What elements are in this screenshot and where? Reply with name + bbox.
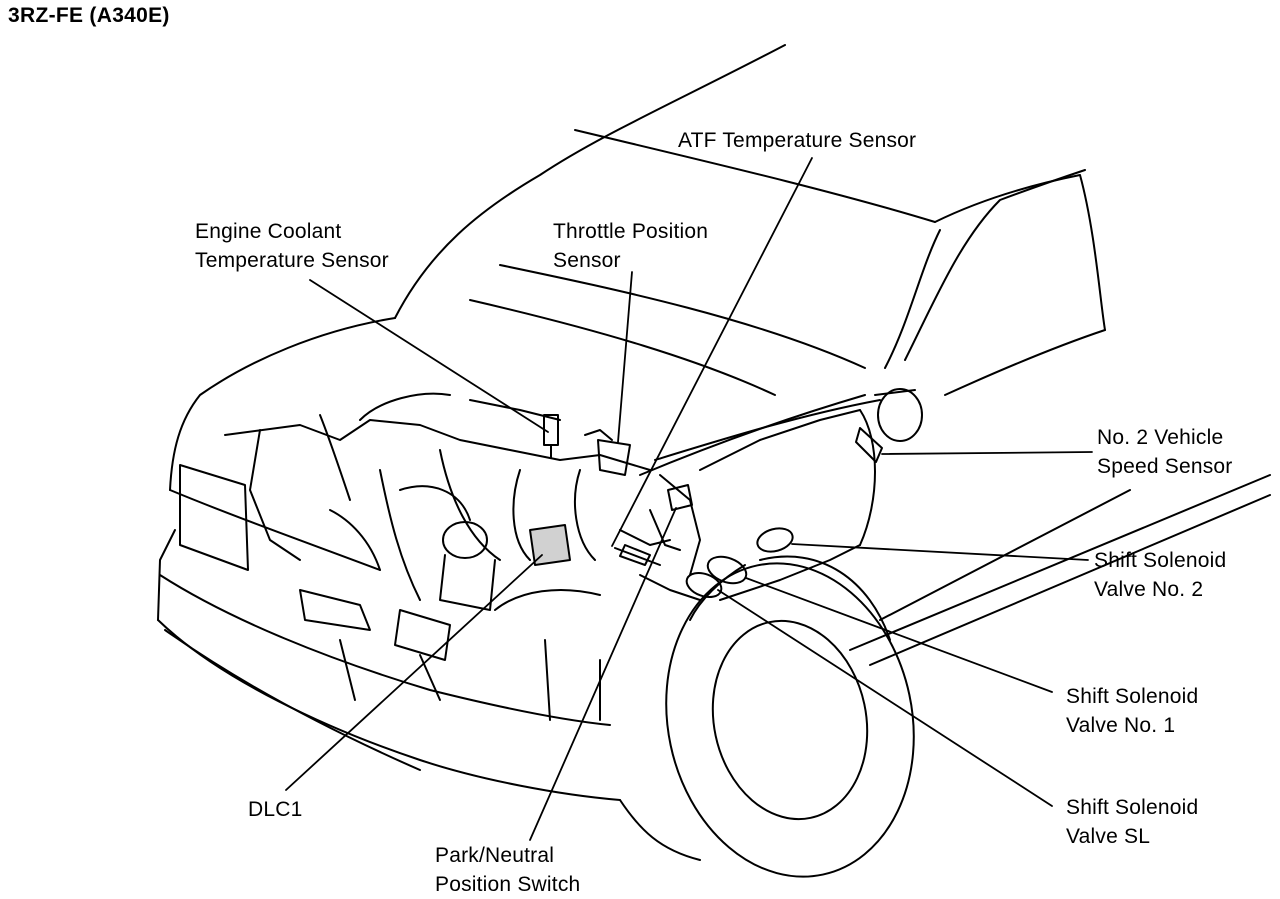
- label-ssv1-line2: Valve No. 1: [1066, 714, 1176, 737]
- dlc1-connector-body: [530, 525, 570, 565]
- front-tire: [638, 540, 942, 898]
- label-ssv2-line2: Valve No. 2: [1094, 578, 1204, 601]
- label-shift-solenoid-valve-no2: Shift Solenoid Valve No. 2: [1094, 546, 1226, 604]
- label-ssv1-line1: Shift Solenoid: [1066, 685, 1199, 708]
- leader-lines: [286, 158, 1092, 840]
- label-throttle-line1: Throttle Position: [553, 220, 709, 243]
- label-throttle-position-sensor: Throttle Position Sensor: [553, 217, 708, 275]
- leader-solenoid-sl: [718, 590, 1052, 806]
- leader-park-neutral: [530, 508, 676, 840]
- vehicle-body-outline: [158, 45, 1270, 860]
- park-neutral-switch-body: [650, 485, 692, 550]
- leader-throttle-position: [618, 272, 632, 442]
- leader-atf-temperature: [612, 158, 812, 546]
- label-park-neutral-line1: Park/Neutral: [435, 844, 555, 867]
- label-engine-coolant-temperature-sensor: Engine Coolant Temperature Sensor: [195, 217, 389, 275]
- coolant-temp-sensor-body: [544, 415, 558, 458]
- solenoid-no2-body: [755, 525, 795, 556]
- page-title: 3RZ-FE (A340E): [8, 4, 170, 27]
- label-atf-temperature-sensor: ATF Temperature Sensor: [678, 126, 916, 155]
- leader-vehicle-speed: [882, 452, 1092, 454]
- label-vehicle-speed-line1: No. 2 Vehicle: [1097, 426, 1224, 449]
- atf-temp-sensor-body: [615, 545, 660, 565]
- label-ssv2-line1: Shift Solenoid: [1094, 549, 1227, 572]
- leader-solenoid-no1: [746, 578, 1052, 692]
- leader-solenoid-no2: [792, 544, 1088, 560]
- label-park-neutral-position-switch: Park/Neutral Position Switch: [435, 841, 580, 899]
- solenoid-no1-body: [704, 552, 750, 588]
- label-no2-vehicle-speed-sensor: No. 2 Vehicle Speed Sensor: [1097, 423, 1233, 481]
- leader-engine-coolant: [310, 280, 548, 432]
- label-shift-solenoid-valve-no1: Shift Solenoid Valve No. 1: [1066, 682, 1198, 740]
- throttle-position-sensor-body: [585, 430, 630, 475]
- vehicle-speed-sensor-body: [856, 428, 882, 462]
- leader-dlc1: [286, 555, 542, 790]
- label-ssvsl-line1: Shift Solenoid: [1066, 796, 1199, 819]
- label-dlc1-text: DLC1: [248, 798, 303, 821]
- label-vehicle-speed-line2: Speed Sensor: [1097, 455, 1233, 478]
- label-park-neutral-line2: Position Switch: [435, 873, 581, 896]
- label-engine-coolant-line1: Engine Coolant: [195, 220, 342, 243]
- label-ssvsl-line2: Valve SL: [1066, 825, 1151, 848]
- label-engine-coolant-line2: Temperature Sensor: [195, 249, 389, 272]
- label-shift-solenoid-valve-sl: Shift Solenoid Valve SL: [1066, 793, 1198, 851]
- label-dlc1: DLC1: [248, 795, 303, 824]
- transmission: [700, 389, 922, 600]
- label-throttle-line2: Sensor: [553, 249, 621, 272]
- engine-block: [225, 394, 700, 660]
- label-atf-temperature-sensor-text: ATF Temperature Sensor: [678, 129, 917, 152]
